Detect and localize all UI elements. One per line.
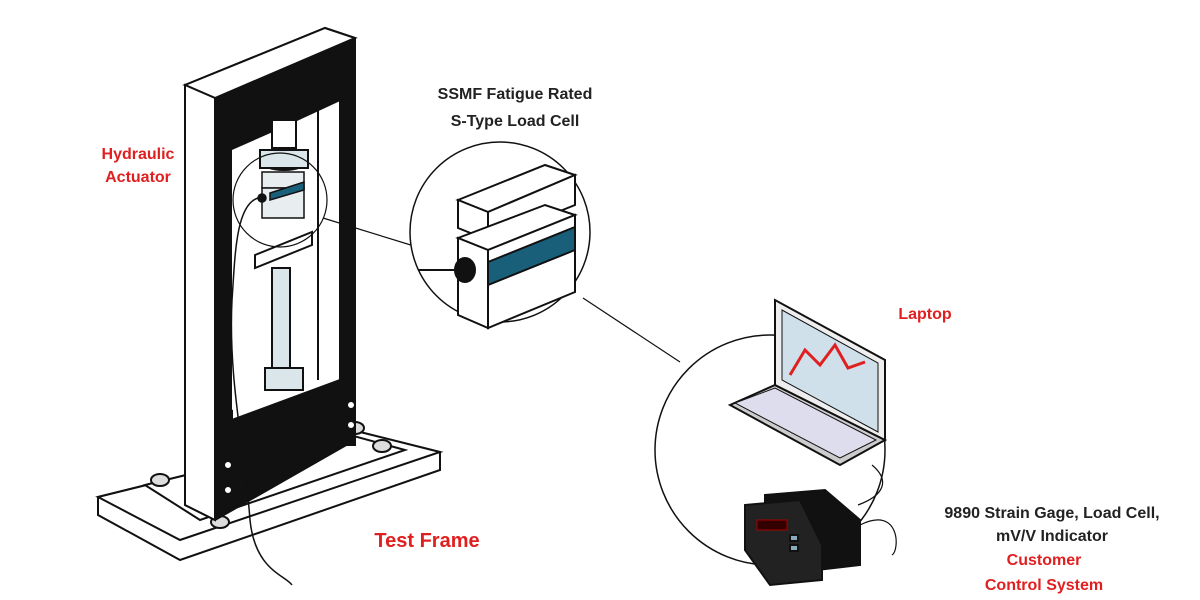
cable xyxy=(230,197,293,586)
customer-label-line2: Control System xyxy=(984,577,1104,594)
laptop-icon xyxy=(727,298,888,467)
callout-line xyxy=(582,297,681,363)
callout-line xyxy=(322,217,415,247)
actuator xyxy=(254,119,313,391)
s-type-load-cell xyxy=(418,163,578,330)
customer-label-line1: Customer xyxy=(1006,552,1082,569)
actuator-label-line2: Actuator xyxy=(105,169,171,186)
zoom-circle-small xyxy=(232,152,328,248)
indicator-label-line2: mV/V Indicator xyxy=(995,528,1109,545)
test-frame xyxy=(182,26,358,522)
load-cell-title-line2: S-Type Load Cell xyxy=(450,113,580,130)
actuator-label-line1: Hydraulic xyxy=(101,146,175,163)
indicator-label-line1: 9890 Strain Gage, Load Cell, xyxy=(944,505,1160,522)
load-cell-title-line1: SSMF Fatigue Rated xyxy=(437,86,593,103)
small-load-cell xyxy=(257,171,305,219)
indicator-device xyxy=(744,464,897,587)
test-frame-label: Test Frame xyxy=(374,530,480,552)
laptop-label: Laptop xyxy=(898,306,952,323)
